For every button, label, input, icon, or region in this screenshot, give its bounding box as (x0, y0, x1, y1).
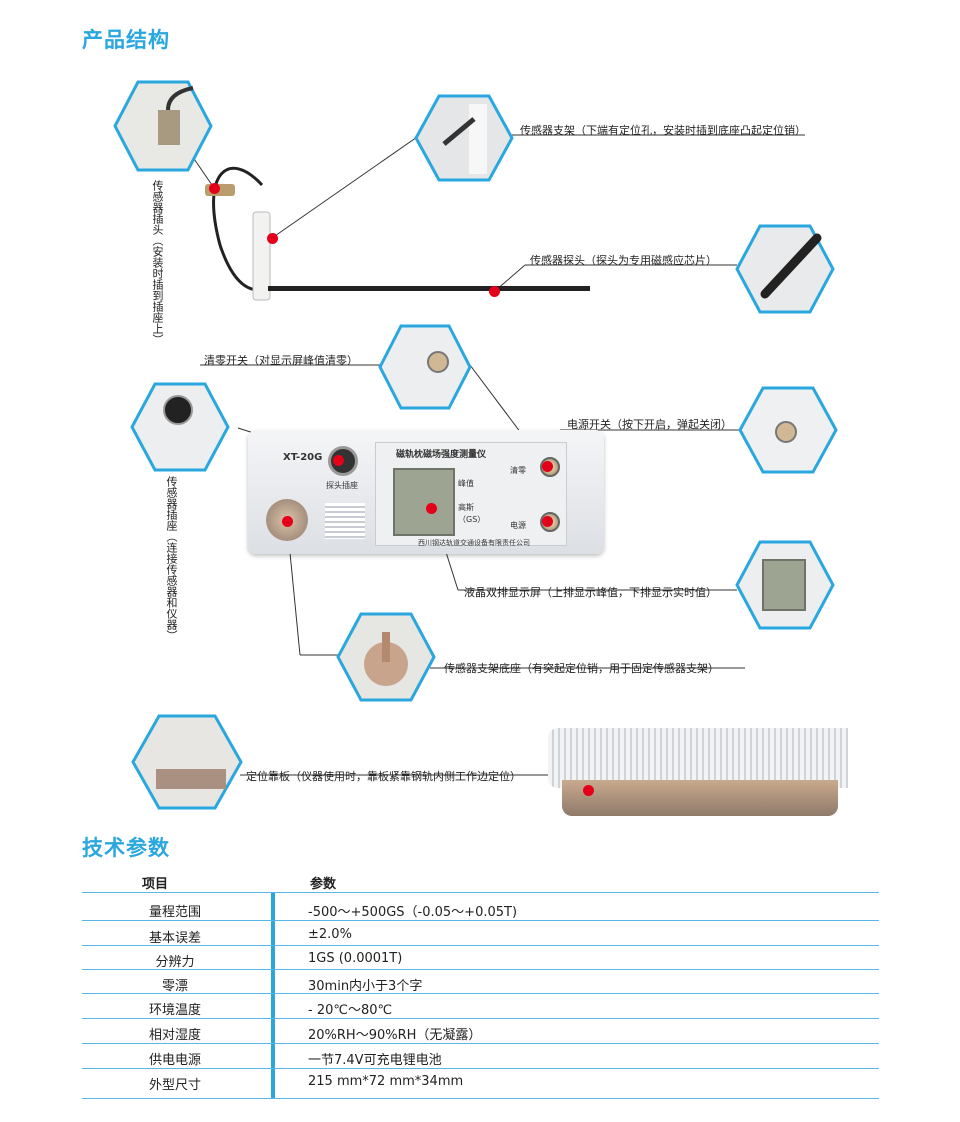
marker-lcd (426, 503, 437, 514)
spec-value: 一节7.4V可充电锂电池 (308, 1053, 442, 1068)
hex-socket-detail (130, 382, 230, 472)
spec-key: 基本误差 (148, 931, 201, 946)
lcd-screen (393, 468, 455, 536)
hex-zero-detail (378, 324, 472, 410)
spec-key: 零漂 (161, 979, 188, 994)
callout-power-switch: 电源开关（按下开启，弹起关闭） (567, 418, 732, 431)
spec-key: 环境温度 (148, 1003, 201, 1018)
table-rule (82, 1043, 879, 1044)
positioning-plate (562, 780, 838, 816)
hex-base-detail (336, 612, 436, 702)
device-vents (325, 503, 365, 539)
table-rule (82, 1098, 879, 1099)
spec-key: 相对湿度 (148, 1028, 201, 1043)
marker-socket (333, 455, 344, 466)
callout-socket: 传感器插座（连接传感器和仪器） (165, 476, 178, 641)
hex-lcd-detail (735, 540, 835, 630)
marker-plug (209, 183, 220, 194)
callout-plate: 定位靠板（仪器使用时，靠板紧靠钢轨内侧工作边定位） (246, 770, 521, 783)
device-model: XT-20G (283, 452, 323, 463)
callout-lcd: 液晶双排显示屏（上排显示峰值，下排显示实时值） (464, 586, 717, 599)
lcd-peak-label: 峰值 (458, 479, 474, 488)
table-divider (271, 893, 275, 1099)
hex-stand-detail (414, 94, 514, 182)
marker-base (282, 516, 293, 527)
spec-key: 分辨力 (155, 955, 195, 970)
company-label: 西川钢达轨道交通设备有限责任公司 (418, 539, 530, 547)
table-rule (82, 945, 879, 946)
socket-label: 探头插座 (326, 481, 358, 490)
marker-power (542, 516, 553, 527)
spec-value: ±2.0% (308, 927, 352, 942)
lcd-gs-label: （GS） (458, 515, 486, 524)
hex-plug-detail (113, 80, 213, 172)
zero-label: 清零 (510, 466, 526, 475)
callout-base: 传感器支架底座（有突起定位销，用于固定传感器支架） (444, 662, 719, 675)
callout-plug: 传感器插头（安装时插到插座上） (151, 180, 164, 345)
table-rule (82, 1018, 879, 1019)
table-rule (82, 892, 879, 893)
spec-header-item: 项目 (142, 877, 169, 892)
table-rule (82, 969, 879, 970)
hex-probe-detail (735, 224, 835, 314)
device-side-view (548, 728, 848, 788)
spec-header-value: 参数 (310, 877, 337, 892)
table-rule (82, 1068, 879, 1069)
callout-probe: 传感器探头（探头为专用磁感应芯片） (530, 254, 717, 267)
section-title-specs: 技术参数 (82, 836, 170, 860)
spec-value: 30min内小于3个字 (308, 979, 423, 994)
power-label: 电源 (510, 521, 526, 530)
spec-value: 215 mm*72 mm*34mm (308, 1074, 464, 1089)
callout-zero-switch: 清零开关（对显示屏峰值清零） (204, 354, 358, 367)
hex-plate-detail (131, 714, 243, 810)
marker-plate (583, 785, 594, 796)
spec-value: 1GS (0.0001T) (308, 951, 403, 966)
spec-value: 20%RH～90%RH（无凝露） (308, 1028, 482, 1043)
spec-key: 量程范围 (148, 905, 201, 920)
table-rule (82, 920, 879, 921)
table-rule (82, 993, 879, 994)
marker-stand (267, 233, 278, 244)
section-title-structure: 产品结构 (82, 28, 170, 52)
device-name: 磁轨枕磁场强度测量仪 (396, 450, 487, 460)
lcd-unit-label: 高斯 (458, 503, 474, 512)
hex-power-detail (738, 386, 838, 474)
spec-key: 供电电源 (148, 1053, 201, 1068)
marker-zero (542, 461, 553, 472)
marker-probe (489, 286, 500, 297)
spec-key: 外型尺寸 (148, 1078, 201, 1093)
spec-value: - 20℃～80℃ (308, 1003, 393, 1018)
callout-stand: 传感器支架（下端有定位孔，安装时插到底座凸起定位销） (520, 124, 806, 137)
spec-value: -500～+500GS（-0.05～+0.05T) (308, 905, 518, 920)
